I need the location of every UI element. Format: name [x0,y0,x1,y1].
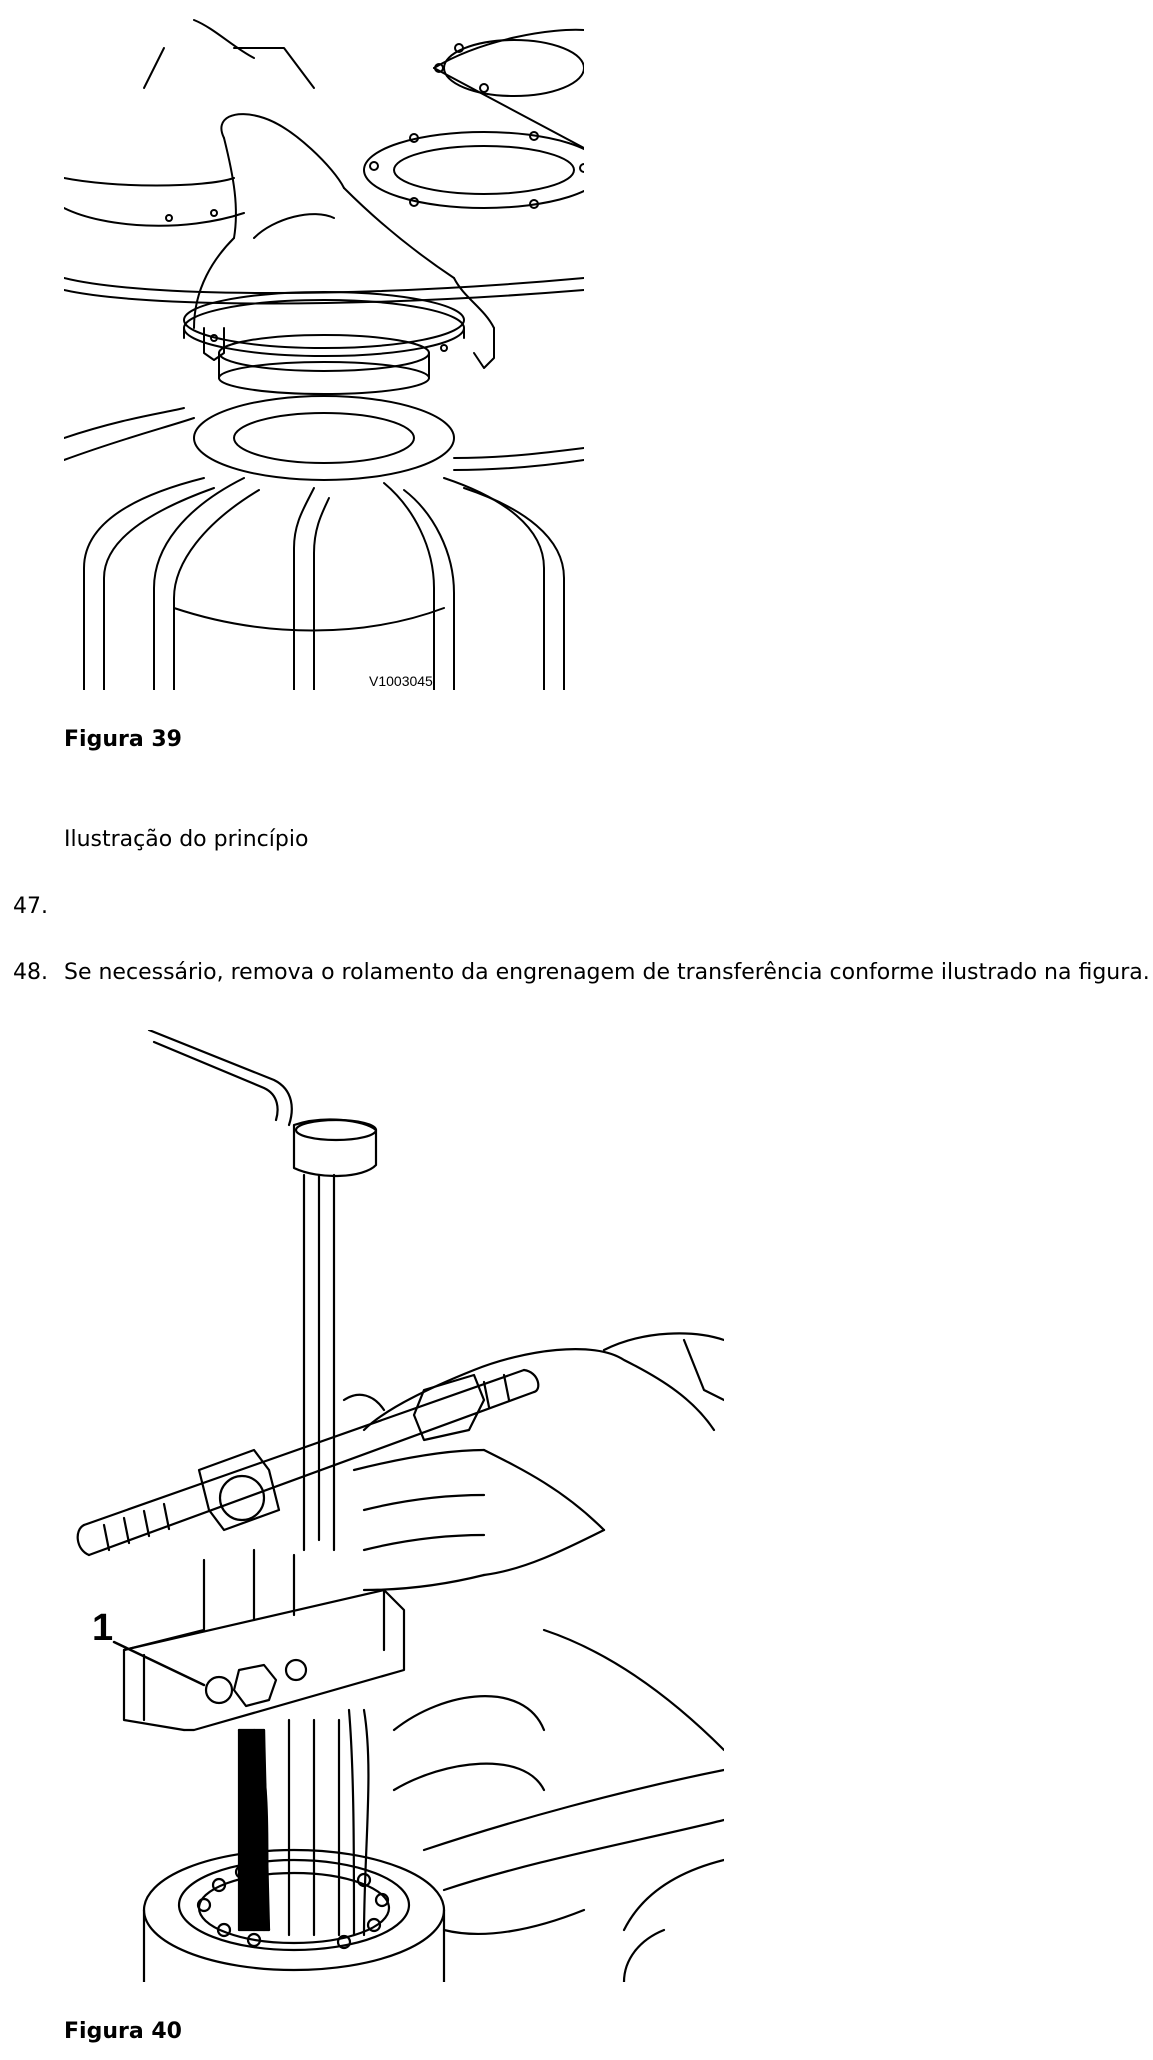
figure-40-illustration: 1 [64,1030,724,1982]
step-48-number: 48. [13,960,48,985]
figure-39-caption: Figura 39 [64,727,182,752]
figure-39-code-label: V1003045 [369,673,433,689]
step-48-text: Se necessário, remova o rolamento da eng… [64,960,1150,985]
figure-39-note: Ilustração do princípio [64,827,309,852]
figure-39-illustration: V1003045 [64,8,584,690]
step-47-number: 47. [13,894,48,919]
figure-40-caption: Figura 40 [64,2019,182,2044]
figure-40-callout-1: 1 [92,1607,114,1649]
